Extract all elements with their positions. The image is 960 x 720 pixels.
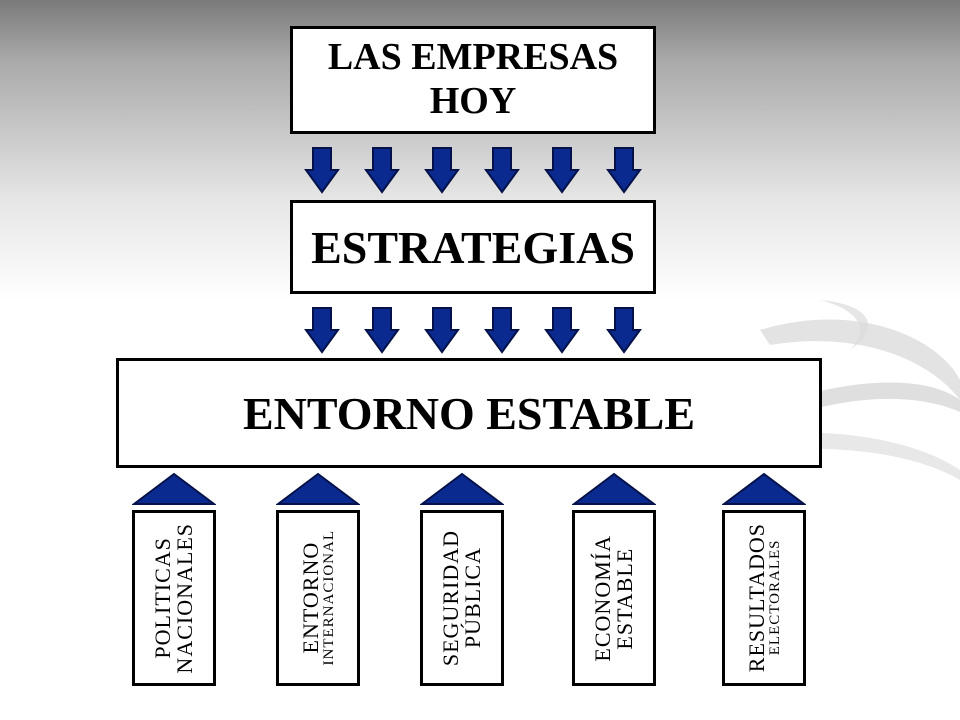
factor-seguridad-publica: SEGURIDAD PÚBLICA [420,472,504,690]
factor-line2: ELECTORALES [766,540,783,656]
factor-post: SEGURIDAD PÚBLICA [420,510,504,686]
middle-box-label: ESTRATEGIAS [311,221,635,273]
factor-line1: SEGURIDAD [438,529,463,667]
factor-line2: INTERNACIONAL [320,530,337,666]
down-arrow-icon [544,307,580,354]
down-arrow-icon [364,147,400,194]
factor-post: RESULTADOS ELECTORALES [722,510,806,686]
bottom-box-label: ENTORNO ESTABLE [242,387,696,439]
up-arrow-roof-icon [722,472,806,505]
up-arrow-roof-icon [420,472,504,505]
factor-line2: ESTABLE [612,547,637,649]
down-arrow-icon [544,147,580,194]
factor-post: ENTORNO INTERNACIONAL [276,510,360,686]
up-arrow-roof-icon [132,472,216,505]
down-arrow-icon [304,307,340,354]
down-arrow-icon [606,307,642,354]
factor-line1: ECONOMÍA [590,534,615,662]
estrategias-box: ESTRATEGIAS [290,200,656,294]
up-arrow-roof-icon [276,472,360,505]
factor-economia-estable: ECONOMÍA ESTABLE [572,472,656,690]
factor-line1: RESULTADOS [743,523,769,673]
factor-line1: POLITICAS [150,537,175,659]
top-box-line1: LAS EMPRESAS [327,36,619,79]
down-arrow-icon [484,307,520,354]
down-arrow-icon [606,147,642,194]
up-arrow-roof-icon [572,472,656,505]
factor-resultados-electorales: RESULTADOS ELECTORALES [722,472,806,690]
down-arrow-icon [364,307,400,354]
factor-entorno-internacional: ENTORNO INTERNACIONAL [276,472,360,690]
top-box-line2: HOY [429,80,517,122]
down-arrow-icon [424,307,460,354]
factor-post: ECONOMÍA ESTABLE [572,510,656,686]
down-arrow-icon [484,147,520,194]
factor-politicas-nacionales: POLITICAS NACIONALES [132,472,216,690]
arrow-row-middle [304,307,642,354]
down-arrow-icon [424,147,460,194]
las-empresas-hoy-box: LAS EMPRESAS HOY [290,26,656,134]
factor-post: POLITICAS NACIONALES [132,510,216,686]
arrow-row-top [304,147,642,194]
factor-line2: PÚBLICA [460,547,485,649]
down-arrow-icon [304,147,340,194]
factor-line1: ENTORNO [297,542,323,654]
entorno-estable-box: ENTORNO ESTABLE [116,358,822,468]
factor-line2: NACIONALES [172,522,197,674]
